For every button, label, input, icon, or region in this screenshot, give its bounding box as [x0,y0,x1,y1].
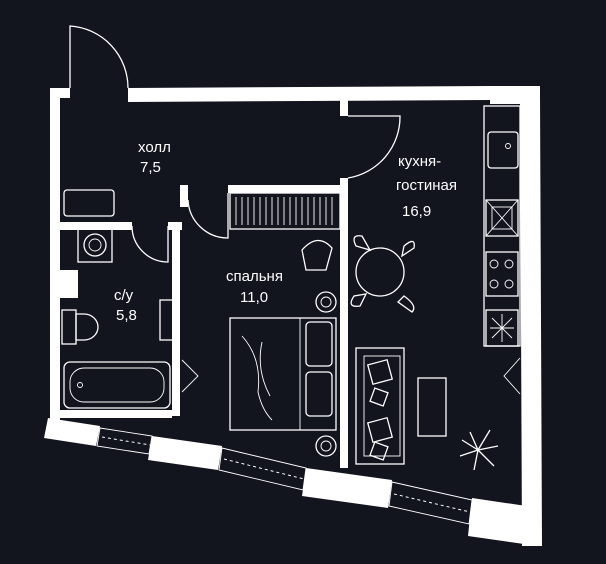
sofa [355,347,405,465]
shoe-bench [63,189,115,217]
outer-walls [44,86,542,546]
wardrobe-hangers [235,197,333,225]
room-area-bath: 5,8 [116,307,137,324]
room-area-bedroom: 11,0 [240,289,268,306]
dining-table [355,247,405,297]
room-labels: холл 7,5 с/у 5,8 спальня 11,0 кухня- гос… [114,139,457,324]
room-name-kitchen: кухня- [398,153,441,170]
pillow [305,371,333,417]
room-name-kitchen-2: гостиная [396,177,457,194]
sink [159,299,175,341]
kitchen-fixtures [350,105,521,471]
pillow [305,321,333,367]
lamp [315,291,337,313]
bed [229,317,337,431]
cushion [369,387,389,407]
bath-fixtures [61,227,175,409]
cushion [366,416,394,444]
hall-fixtures [63,189,115,217]
cushion [369,441,389,461]
windows [96,427,473,525]
oven [485,199,519,237]
room-area-kitchen: 16,9 [402,203,431,220]
bedroom-fixtures [229,192,341,457]
chair [396,295,415,313]
room-area-hall: 7,5 [140,159,161,176]
doors [69,25,521,395]
kitchen-sink [487,131,519,169]
wardrobe [229,192,341,230]
room-name-hall: холл [138,139,171,156]
room-name-bedroom: спальня [226,268,283,285]
plant-icon [459,429,499,471]
interior-walls [60,100,348,468]
toilet-tank [61,309,77,345]
coffee-table [417,377,447,437]
chair [401,240,415,258]
toilet [75,313,99,341]
armchair [301,239,333,271]
room-name-bath: с/у [114,287,134,304]
lamp [315,435,337,457]
bathtub [63,361,171,409]
chair [350,293,368,307]
washer [77,227,113,263]
cooktop [485,251,519,297]
cushion [366,358,394,386]
chair [353,235,372,252]
fridge [485,309,519,347]
